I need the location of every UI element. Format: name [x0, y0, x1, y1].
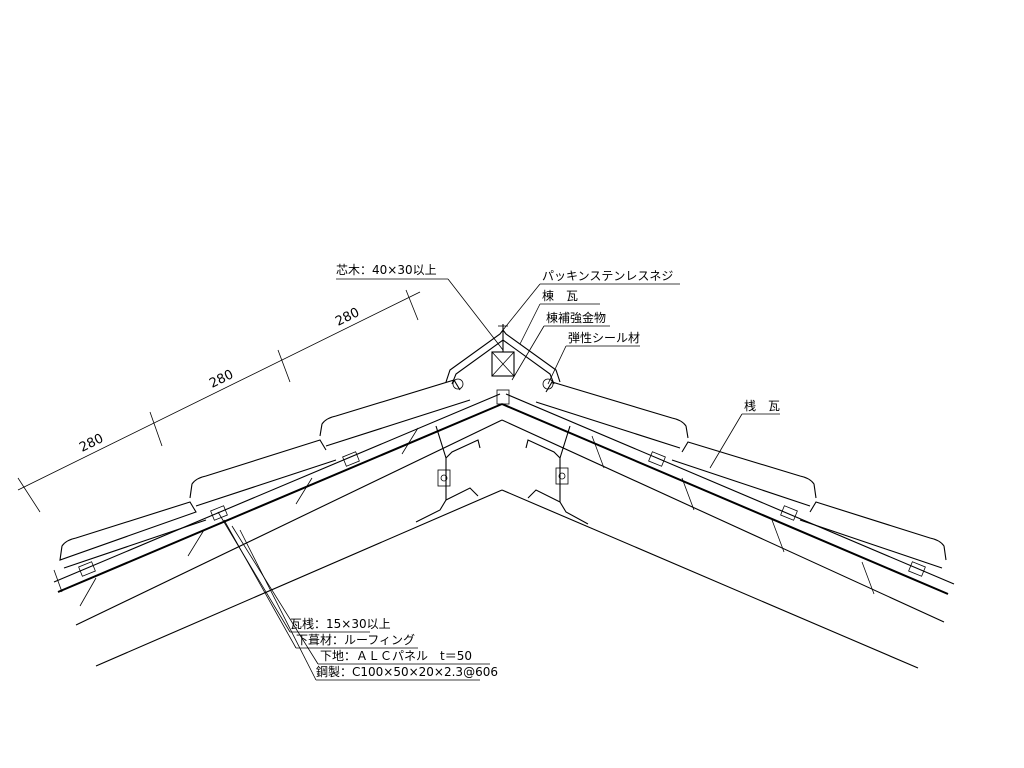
field-tiles-right: [535, 381, 947, 577]
leader-lines: [217, 278, 780, 681]
label-sealant: 弾性シール材: [568, 331, 640, 345]
underlay-roofing: [57, 403, 949, 595]
dimension-label-1: 280: [77, 431, 106, 455]
dimension-label-2: 280: [207, 367, 236, 391]
label-substrate: 下地：ＡＬＣパネル t＝50: [320, 649, 472, 663]
alc-panel: [75, 419, 945, 669]
batten-line: [53, 393, 955, 585]
label-packing-screw: パッキンステンレスネジ: [542, 269, 673, 283]
label-batten: 瓦桟：15×30以上: [290, 617, 391, 631]
steel-purlin-left: [415, 425, 481, 523]
steel-purlin-right: [525, 425, 589, 525]
core-wood: [491, 324, 515, 405]
label-field-tile: 桟 瓦: [744, 399, 780, 413]
label-ridge-bracket: 棟補強金物: [546, 310, 606, 325]
dimension-label-3: 280: [333, 305, 362, 329]
dimension-line: [17, 289, 421, 513]
label-underlay: 下葺材：ルーフィング: [296, 633, 415, 647]
label-ridge-tile: 棟 瓦: [542, 288, 578, 303]
label-purlin: 鋼製：C100×50×20×2.3@606: [316, 665, 498, 679]
field-tiles-left: [53, 379, 471, 593]
label-core-wood: 芯木：40×30以上: [336, 263, 437, 277]
